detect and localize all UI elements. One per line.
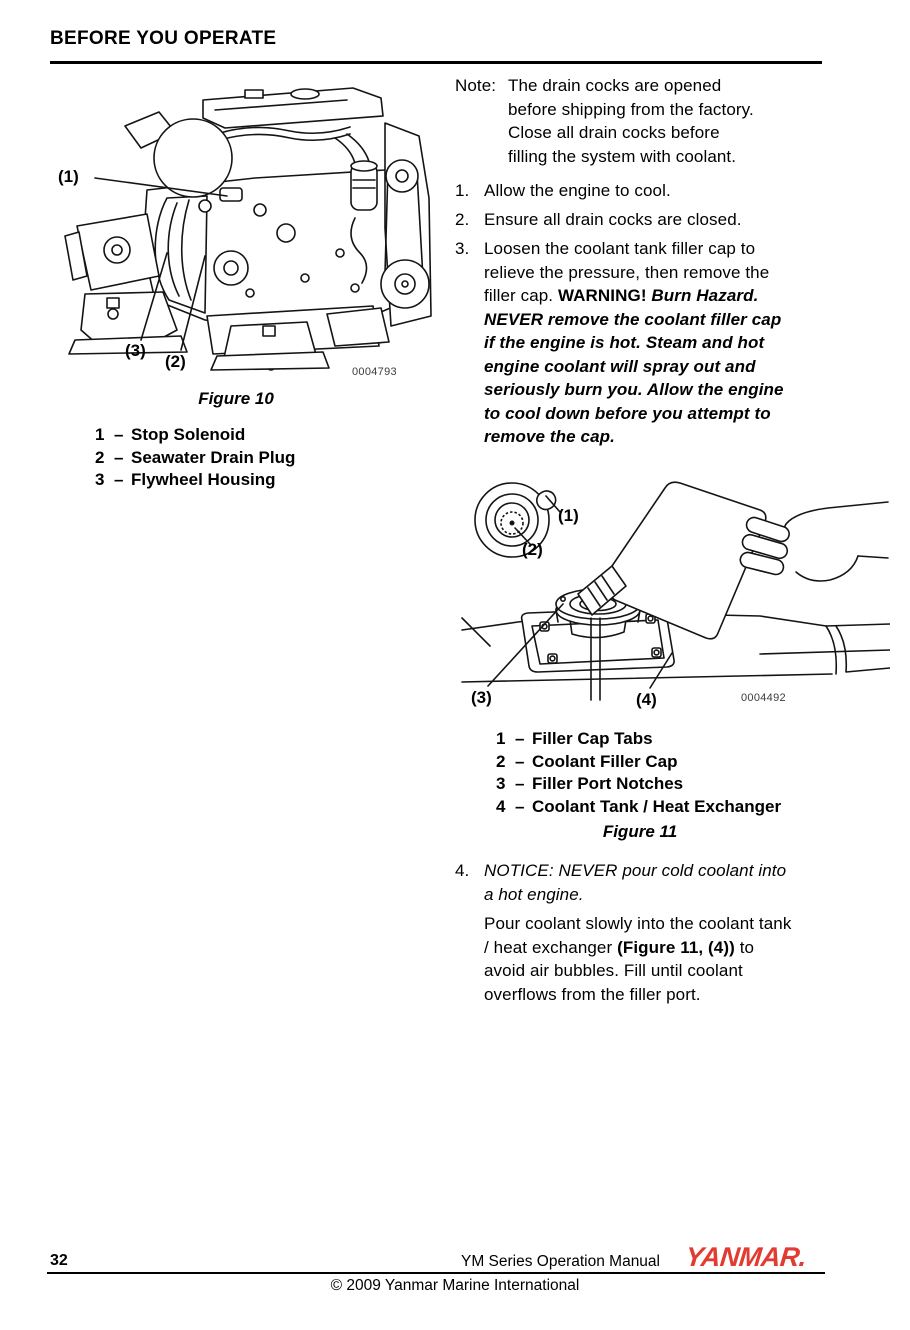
page-title: BEFORE YOU OPERATE: [50, 28, 277, 49]
step4-number: 4.: [455, 861, 470, 880]
legend-label: Flywheel Housing: [131, 470, 276, 489]
fig10-caption: Figure 10: [198, 389, 274, 408]
legend-item: 1 – Filler Cap Tabs: [496, 728, 781, 751]
step4-para-start: Pour coolant slowly into the coolant tan…: [484, 914, 792, 957]
fig11-leader-1: [545, 495, 561, 513]
step3-text-start: Loosen the coolant tank filler cap to re…: [484, 239, 770, 305]
footer-rule: [47, 1272, 825, 1274]
coolant-filler-cap: [474, 482, 557, 558]
legend-num: 1: [95, 425, 105, 444]
legend-label: Coolant Tank / Heat Exchanger: [532, 796, 782, 816]
legend-num: 4: [496, 796, 506, 816]
fig10-leader-1: [94, 177, 228, 197]
step2-number: 2.: [455, 210, 470, 229]
footer-page-number: 32: [50, 1252, 68, 1269]
legend-dash: –: [515, 751, 525, 771]
legend-item: 2 – Seawater Drain Plug: [95, 447, 295, 470]
legend-item: 2 – Coolant Filler Cap: [496, 751, 781, 774]
legend-num: 2: [496, 751, 506, 771]
engine-illustration: [64, 87, 432, 371]
fig11-legend: 1 – Filler Cap Tabs 2 – Coolant Filler C…: [496, 728, 781, 818]
legend-item: 4 – Coolant Tank / Heat Exchanger: [496, 796, 781, 819]
coolant-stream: [590, 617, 601, 701]
step1-number: 1.: [455, 181, 470, 200]
fig10-callout-2: (2): [165, 352, 186, 371]
legend-dash: –: [114, 470, 124, 489]
step4-paragraph: Pour coolant slowly into the coolant tan…: [484, 912, 839, 1006]
legend-label: Stop Solenoid: [131, 425, 246, 444]
legend-num: 2: [95, 447, 105, 467]
step4-figure-ref: (Figure 11, (4)): [617, 937, 735, 957]
legend-item: 3 – Flywheel Housing: [95, 469, 295, 492]
fig11-callout-2: (2): [522, 540, 543, 559]
legend-label: Coolant Filler Cap: [532, 751, 678, 771]
legend-label: Filler Cap Tabs: [532, 729, 653, 748]
legend-num: 3: [95, 470, 105, 489]
note-text: The drain cocks are opened before shippi…: [508, 76, 754, 166]
legend-label: Filler Port Notches: [532, 774, 684, 793]
legend-dash: –: [114, 425, 124, 444]
yanmar-logo: YANMAR.: [684, 1242, 808, 1272]
header-rule: [50, 61, 822, 64]
step4-para-end: to avoid air bubbles. Fill until coolant…: [484, 937, 755, 1004]
fig10-leader-3: [140, 252, 168, 341]
legend-dash: –: [515, 796, 525, 816]
legend-label: Seawater Drain Plug: [131, 447, 296, 467]
fig11-image-number: 0004492: [741, 692, 786, 704]
pouring-hand: [739, 501, 889, 582]
legend-dash: –: [515, 774, 525, 793]
fig11-leader-4: [649, 652, 673, 689]
step1-text: Allow the engine to cool.: [484, 181, 671, 200]
legend-num: 1: [496, 729, 506, 748]
fig10-callout-3: (3): [125, 341, 146, 360]
fig11-leader-2: [514, 527, 531, 545]
fig10-legend: 1 – Stop Solenoid 2 – Seawater Drain Plu…: [95, 424, 295, 492]
legend-dash: –: [515, 729, 525, 748]
step3-warning-text: Burn Hazard. NEVER remove the coolant fi…: [484, 286, 784, 446]
legend-item: 1 – Stop Solenoid: [95, 424, 295, 447]
coolant-container: [577, 481, 767, 640]
footer-manual-title: YM Series Operation Manual: [460, 1253, 660, 1270]
note-label: Note:: [455, 76, 497, 95]
step2-text: Ensure all drain cocks are closed.: [484, 210, 742, 229]
fig11-callout-3: (3): [471, 688, 492, 707]
step3-text: Loosen the coolant tank filler cap to re…: [484, 237, 839, 449]
fig11-callout-4: (4): [636, 690, 657, 709]
fig11-callout-1: (1): [558, 506, 579, 525]
step3-warning-label: WARNING!: [557, 286, 647, 305]
coolant-filling-illustration: [461, 481, 890, 701]
fig11-leader-3: [487, 603, 564, 687]
legend-num: 3: [496, 774, 506, 793]
fig10-image-number: 0004793: [352, 366, 397, 378]
legend-item: 3 – Filler Port Notches: [496, 773, 781, 796]
fig11-caption: Figure 11: [602, 822, 678, 841]
fig10-callout-1: (1): [58, 167, 79, 186]
step4-notice: NOTICE: NEVER pour cold coolant into a h…: [484, 861, 787, 904]
footer-copyright: © 2009 Yanmar Marine International: [330, 1277, 580, 1294]
fig10-leader-2: [180, 255, 206, 351]
legend-dash: –: [114, 447, 124, 467]
step3-number: 3.: [455, 239, 470, 258]
